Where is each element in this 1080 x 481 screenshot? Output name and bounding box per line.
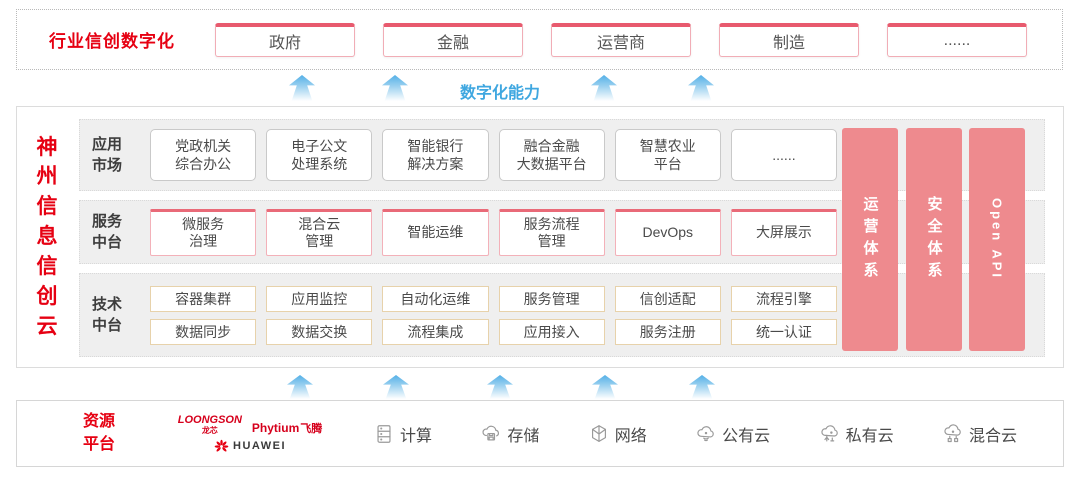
up-arrow-icon — [591, 75, 617, 101]
service-box: DevOps — [614, 208, 721, 256]
resource-item-hybrid-cloud: 混合云 — [942, 422, 1017, 446]
service-box: 混合云 管理 — [266, 208, 373, 256]
storage-icon — [482, 425, 500, 441]
tech-platform-boxes: 容器集群 应用监控 自动化运维 服务管理 信创适配 流程引擎 数据同步 数据交换… — [150, 285, 838, 345]
up-arrow-icon — [287, 375, 313, 399]
industry-digitalization-bar: 行业信创数字化 政府 金融 运营商 制造 ...... — [16, 9, 1063, 70]
resource-items: 计算 存储 网络 公有云 — [373, 422, 1017, 446]
resource-platform-bar: 资源 平台 LOONGSON 龙芯 Phytium 飞腾 — [16, 400, 1064, 467]
resource-item-network: 网络 — [588, 422, 647, 446]
tech-box: 统一认证 — [730, 318, 838, 345]
up-arrow-icon — [383, 375, 409, 399]
tech-box: 服务管理 — [498, 285, 605, 312]
private-cloud-icon — [820, 424, 838, 441]
up-arrow-icon — [689, 375, 715, 399]
tech-box: 流程引擎 — [730, 285, 838, 312]
sector-box-more: ...... — [887, 22, 1027, 57]
app-box: 电子公文 处理系统 — [266, 129, 373, 181]
vendor-logos: LOONGSON 龙芯 Phytium 飞腾 HUAWEI — [165, 414, 335, 454]
capability-label: 数字化能力 — [459, 85, 540, 102]
service-platform-boxes: 微服务 治理 混合云 管理 智能运维 服务流程 管理 DevOps 大屏展示 — [150, 208, 838, 256]
pillar-security-system: 安全体系 — [906, 128, 962, 351]
industry-title: 行业信创数字化 — [49, 32, 175, 51]
app-market-row: 应用 市场 党政机关 综合办公 电子公文 处理系统 智能银行 解决方案 融合金融… — [79, 119, 1045, 191]
public-cloud-icon — [697, 425, 714, 441]
network-icon — [591, 424, 606, 442]
tech-box: 容器集群 — [150, 285, 257, 312]
tech-box: 自动化运维 — [382, 285, 489, 312]
up-arrow-icon — [688, 75, 714, 101]
sector-box-finance: 金融 — [383, 22, 523, 57]
tech-box: 服务注册 — [614, 318, 721, 345]
app-box: 融合金融 大数据平台 — [498, 129, 605, 181]
up-arrow-icon — [382, 75, 408, 101]
app-box: 智能银行 解决方案 — [382, 129, 489, 181]
tech-platform-label: 技术 中台 — [92, 296, 123, 334]
resource-item-storage: 存储 — [480, 422, 539, 446]
resource-item-private-cloud: 私有云 — [819, 422, 894, 446]
huawei-flower-icon — [214, 439, 229, 451]
app-box-more: ...... — [730, 129, 838, 181]
tech-box: 应用接入 — [498, 318, 605, 345]
app-box: 党政机关 综合办公 — [150, 129, 257, 181]
resource-item-public-cloud: 公有云 — [695, 422, 770, 446]
app-market-label: 应用 市场 — [92, 136, 123, 174]
xinchuang-cloud-panel: 神州信息信创云 应用 市场 党政机关 综合办公 电子公文 处理系统 智能银行 解… — [16, 106, 1064, 368]
pillar-operations-system: 运营体系 — [842, 128, 898, 351]
resource-platform-label: 资源 平台 — [83, 413, 116, 453]
platform-vertical-title: 神州信息信创云 — [36, 135, 58, 338]
tech-box: 数据交换 — [266, 318, 373, 345]
app-market-boxes: 党政机关 综合办公 电子公文 处理系统 智能银行 解决方案 融合金融 大数据平台… — [150, 129, 838, 181]
resource-item-compute: 计算 — [373, 422, 432, 446]
sector-row: 政府 金融 运营商 制造 ...... — [215, 22, 1027, 57]
huawei-logo: HUAWEI — [214, 439, 286, 454]
compute-icon — [377, 424, 391, 443]
service-box: 微服务 治理 — [150, 208, 257, 256]
tech-box: 应用监控 — [266, 285, 373, 312]
tech-platform-row: 技术 中台 容器集群 应用监控 自动化运维 服务管理 信创适配 流程引擎 数据同… — [79, 273, 1045, 357]
app-box: 智慧农业 平台 — [614, 129, 721, 181]
loongson-logo: LOONGSON 龙芯 — [177, 413, 242, 435]
up-arrow-icon — [487, 375, 513, 399]
service-box: 智能运维 — [382, 208, 489, 256]
tech-box: 数据同步 — [150, 318, 257, 345]
sector-box-operators: 运营商 — [551, 22, 691, 57]
tech-box: 流程集成 — [382, 318, 489, 345]
hybrid-cloud-icon — [944, 423, 961, 442]
up-arrow-icon — [592, 375, 618, 399]
up-arrow-icon — [289, 75, 315, 101]
service-platform-label: 服务 中台 — [92, 213, 123, 251]
pillar-open-api: Open API — [969, 128, 1025, 351]
phytium-logo: Phytium 飞腾 — [251, 420, 323, 435]
service-box: 大屏展示 — [730, 208, 838, 256]
sector-box-manufacturing: 制造 — [719, 22, 859, 57]
tech-box: 信创适配 — [614, 285, 721, 312]
service-platform-row: 服务 中台 微服务 治理 混合云 管理 智能运维 服务流程 管理 DevOps … — [79, 200, 1045, 264]
service-box: 服务流程 管理 — [498, 208, 605, 256]
sector-box-government: 政府 — [215, 22, 355, 57]
